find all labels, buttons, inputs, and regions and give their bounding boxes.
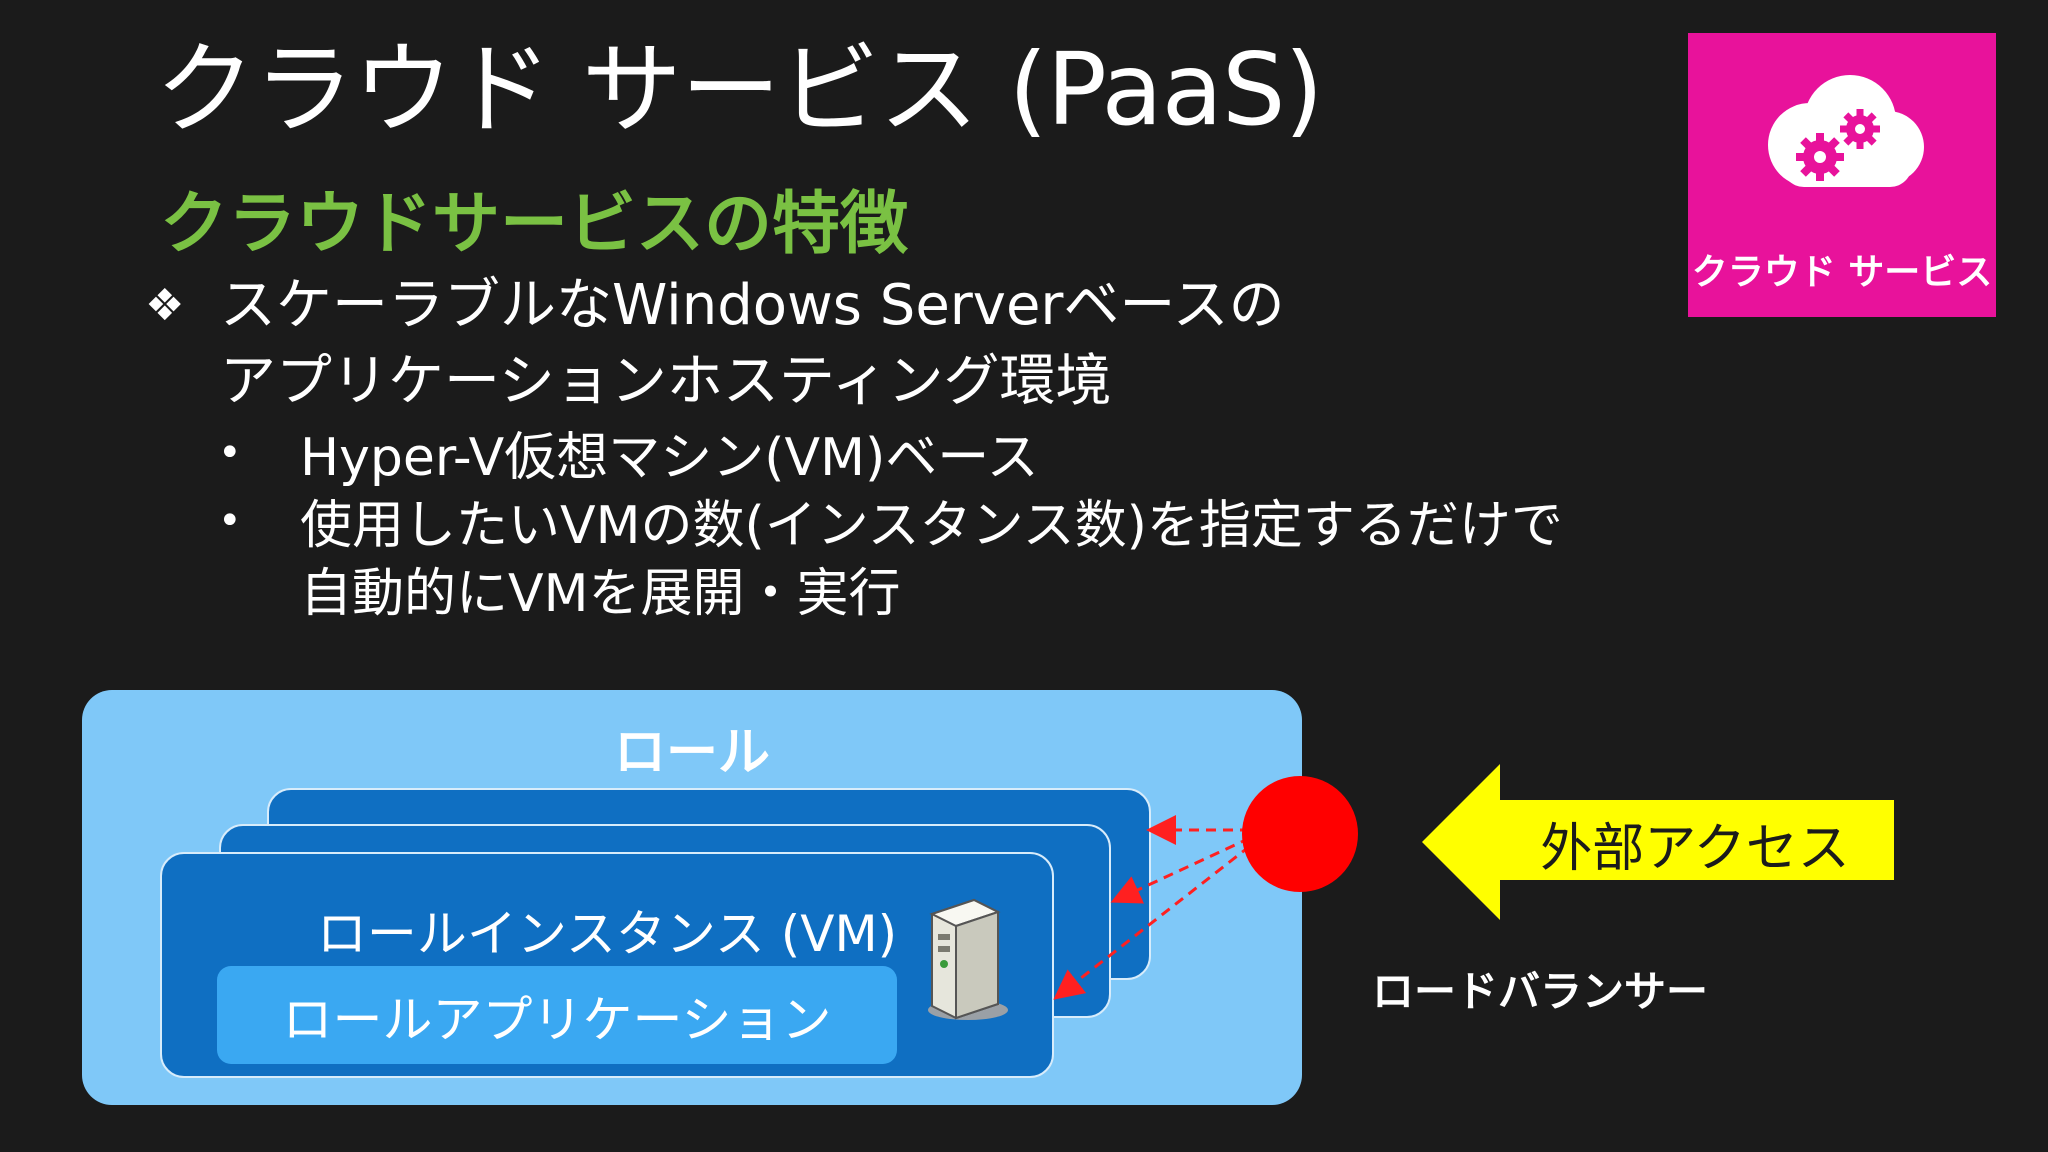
windows-server-icon — [928, 898, 1008, 1020]
load-balancer-label: ロードバランサー — [1372, 967, 1709, 1016]
cloud-gears-icon — [1768, 75, 1924, 187]
role-container: ロール ロールインスタンス (VM) ロールアプリケーション — [82, 690, 1302, 1105]
main-point-line-1: スケーラブルなWindows Serverベースの — [220, 273, 1285, 338]
load-balancer-node — [1242, 776, 1358, 892]
diamond-bullet-icon: ❖ — [145, 280, 185, 331]
sub-point-2-line-1: 使用したいVMの数(インスタンス数)を指定するだけで — [300, 496, 1563, 556]
external-access-arrow — [1422, 764, 1894, 920]
role-instance-card: ロールインスタンス (VM) ロールアプリケーション — [160, 852, 1054, 1078]
section-heading: クラウドサービスの特徴 — [160, 185, 909, 264]
badge-label: クラウド サービス — [1691, 252, 1993, 293]
sub-point-2-line-2: 自動的にVMを展開・実行 — [300, 564, 901, 624]
role-application-box: ロールアプリケーション — [217, 966, 897, 1064]
sub-bullet-dot: • — [218, 430, 242, 476]
role-instance-label: ロールインスタンス (VM) — [316, 905, 898, 963]
sub-point-1: Hyper-V仮想マシン(VM)ベース — [300, 428, 1039, 488]
role-application-label: ロールアプリケーション — [282, 991, 832, 1049]
external-access-label: 外部アクセス — [1540, 819, 1850, 879]
main-point-line-2: アプリケーションホスティング環境 — [220, 349, 1112, 414]
load-balancer-arrows — [1053, 815, 1251, 1000]
slide-title: クラウド サービス (PaaS) — [155, 31, 1323, 148]
cloud-services-badge: クラウド サービス — [1688, 33, 1996, 317]
role-label: ロール — [613, 723, 770, 783]
sub-bullet-dot: • — [218, 498, 242, 544]
